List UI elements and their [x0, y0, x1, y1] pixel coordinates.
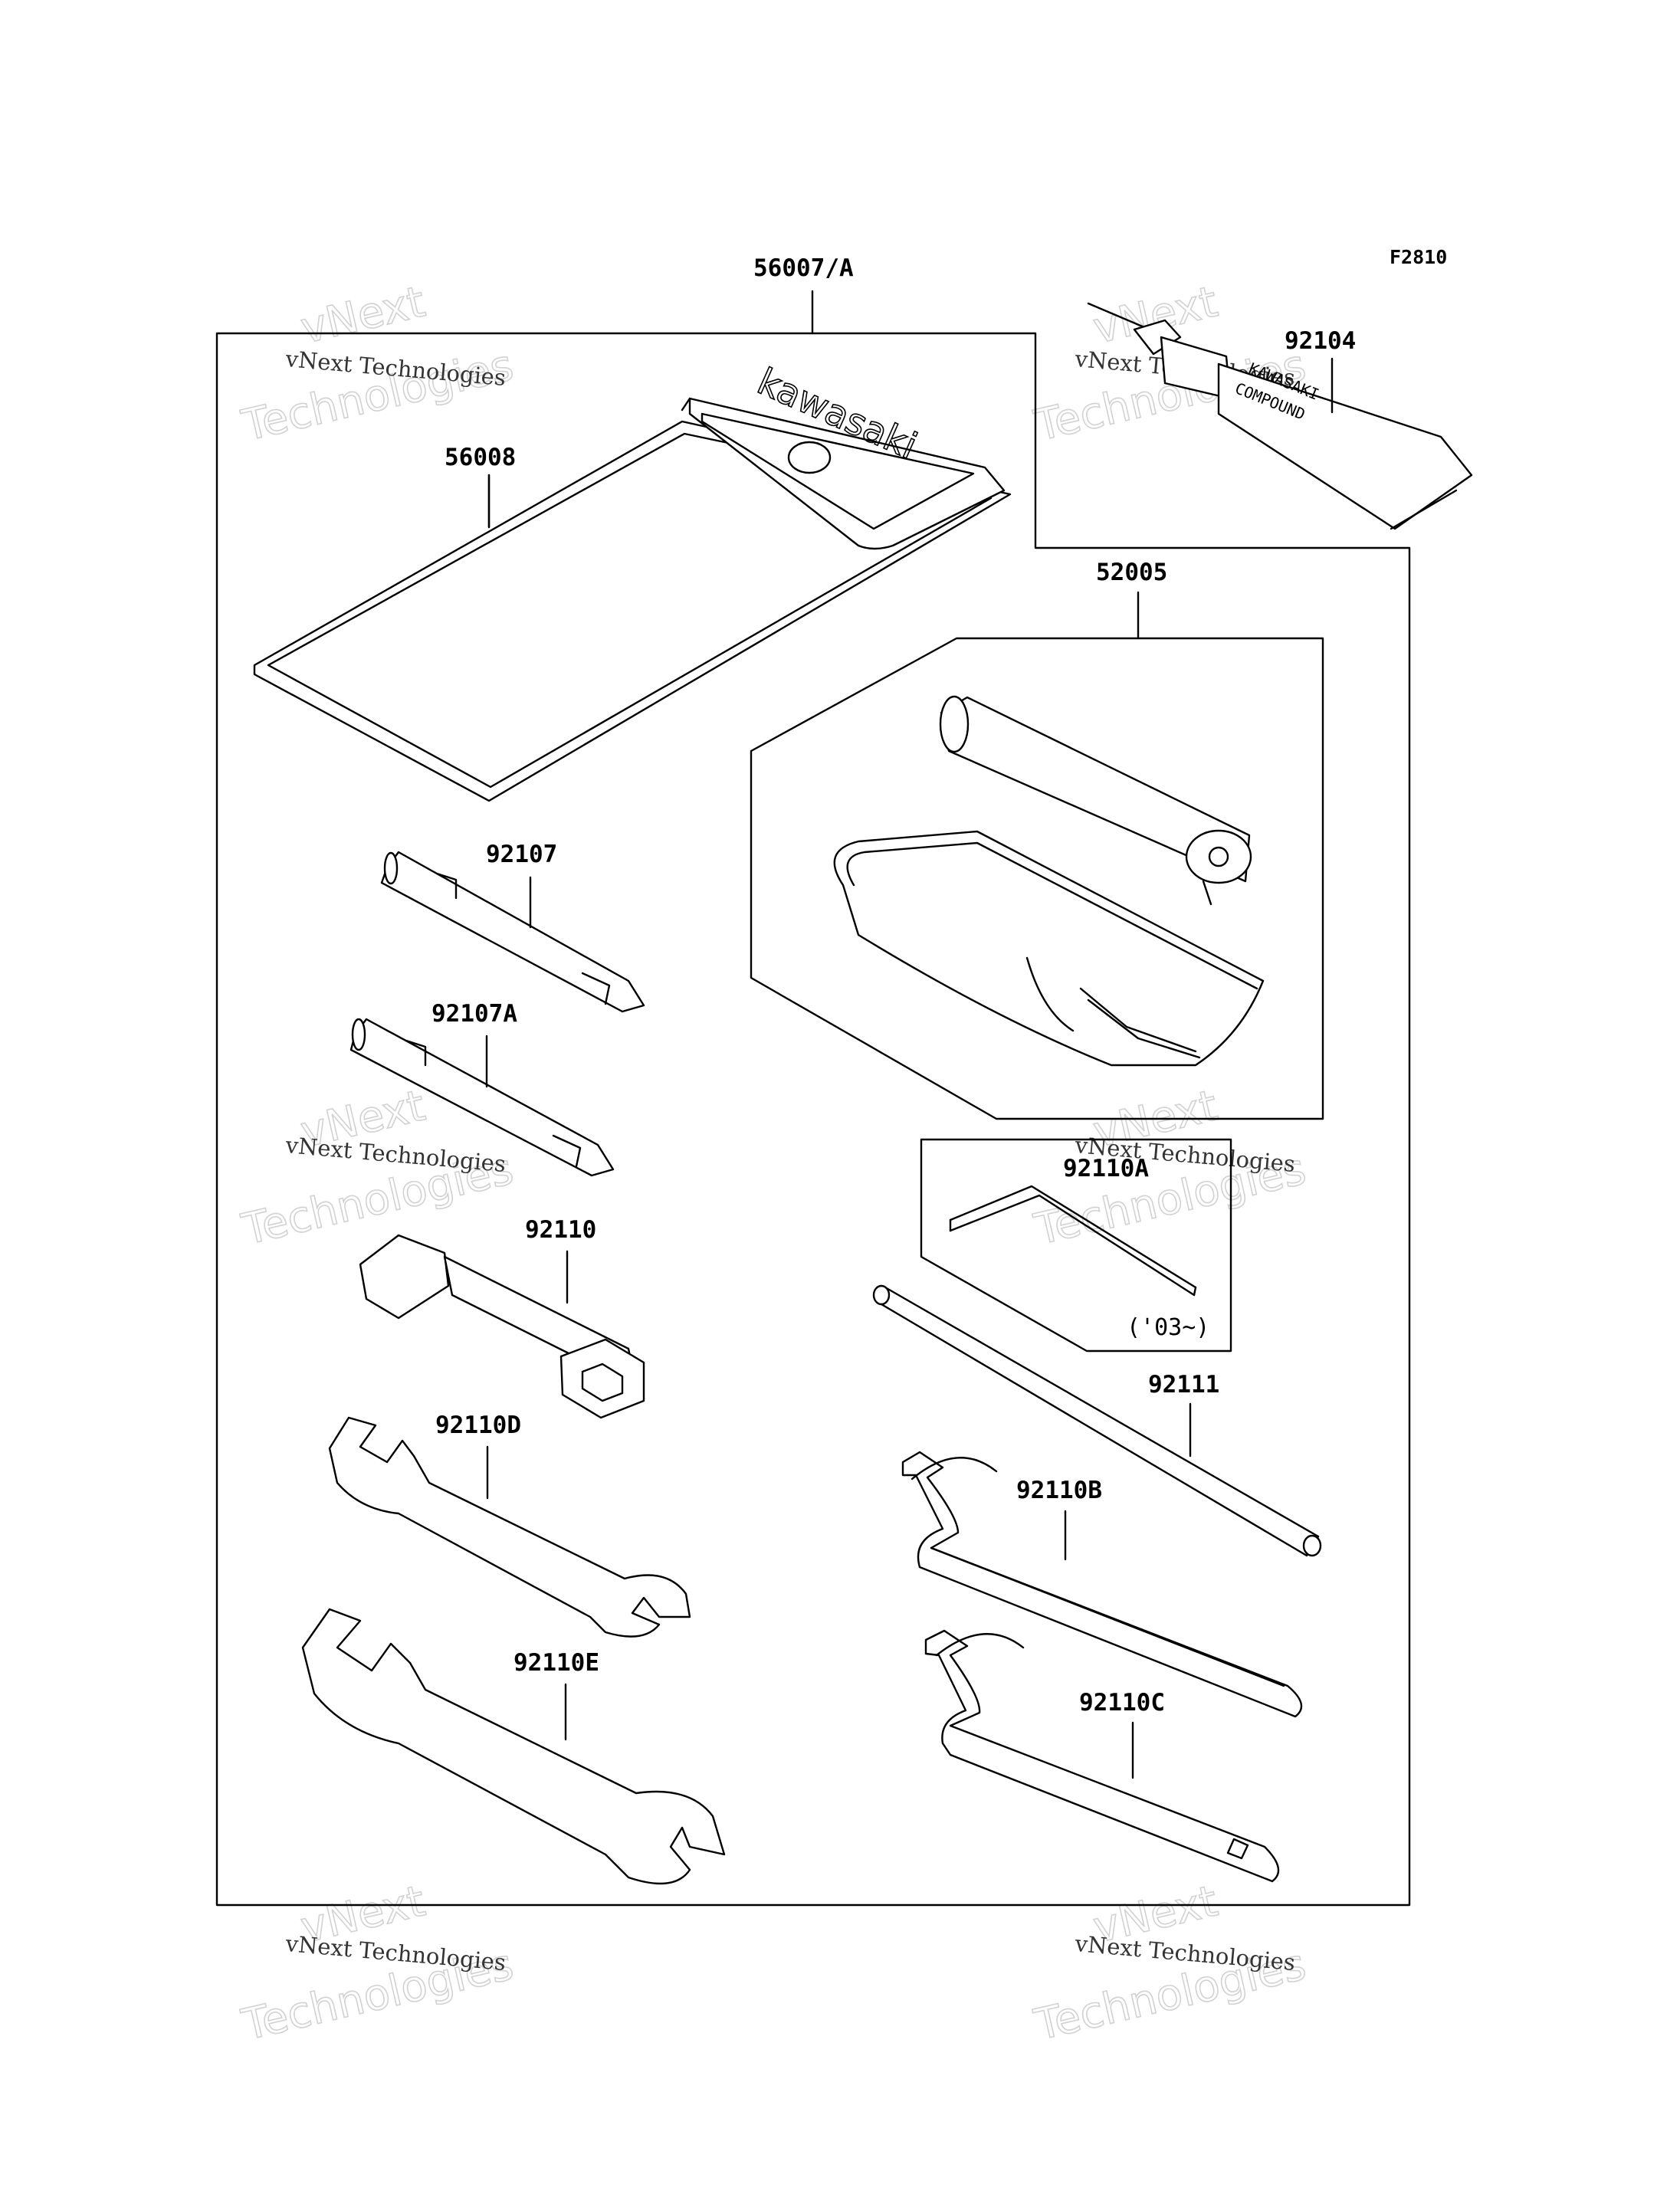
label-92107a: 92107A [431, 1000, 517, 1028]
watermark-top-left: vNext Technologies vNext Technologies [237, 277, 519, 452]
label-92111: 92111 [1148, 1371, 1219, 1399]
label-92110a: 92110A [1063, 1155, 1149, 1182]
tool-bag-56008: kawasaki [253, 359, 1012, 802]
svg-text:vNext: vNext [297, 277, 430, 354]
label-year-note: ('03~) [1127, 1314, 1209, 1341]
label-92104: 92104 [1285, 327, 1356, 355]
wrench-92110d [328, 1416, 691, 1638]
kit-frame [215, 332, 1411, 1907]
hook-wrench-92110c [924, 1629, 1280, 1883]
hex-wrench-frame [920, 1138, 1232, 1353]
hook-wrench-92110b [901, 1451, 1303, 1718]
grease-tube-92104: KAWASAKI COMPOUND [1087, 302, 1473, 530]
label-92110b: 92110B [1016, 1477, 1102, 1504]
tube-kit-frame [750, 637, 1324, 1120]
label-52005: 52005 [1096, 559, 1167, 586]
label-56007-a: 56007/A [753, 254, 854, 282]
label-92107: 92107 [486, 841, 557, 868]
label-92110d: 92110D [435, 1412, 521, 1439]
spark-plug-wrench-92110 [359, 1234, 645, 1419]
spare-tube-kit-52005 [833, 695, 1265, 1067]
wrench-92110e [301, 1608, 726, 1885]
label-92110e: 92110E [514, 1649, 599, 1677]
watermark-bottom-right: vNext Technologies vNext Technologies [1029, 1876, 1311, 2051]
hex-wrench-92110a [949, 1185, 1197, 1297]
watermark-bottom-left: vNext Technologies vNext Technologies [237, 1876, 519, 2051]
driver-bit-92107 [380, 851, 645, 1013]
label-92110: 92110 [525, 1216, 596, 1244]
label-92110c: 92110C [1079, 1689, 1165, 1717]
label-56008: 56008 [445, 444, 516, 471]
figure-code: F2810 [1390, 246, 1447, 268]
rod-92111 [872, 1284, 1322, 1557]
driver-bit-92107a [349, 1018, 615, 1177]
